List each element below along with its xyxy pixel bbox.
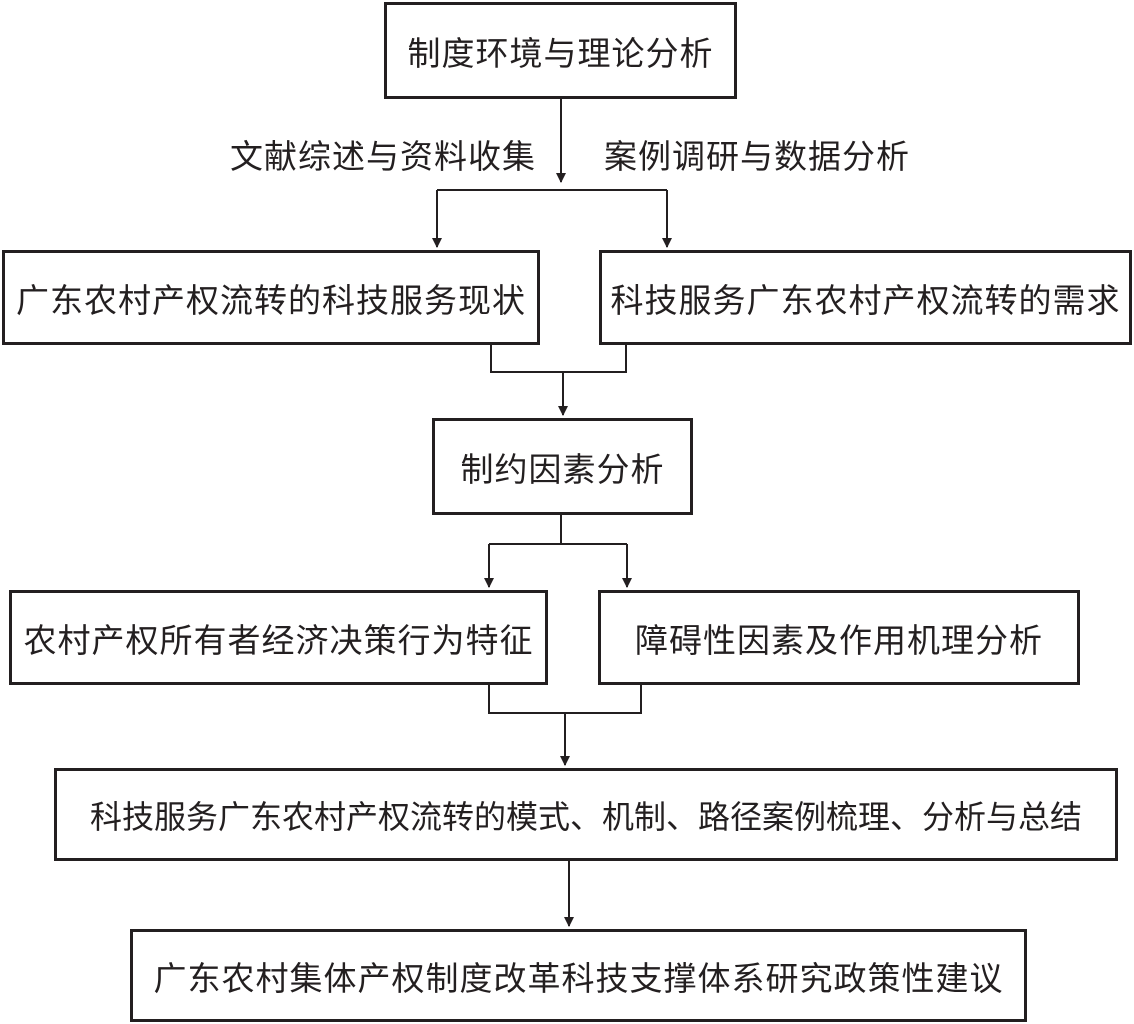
owner-behavior-box: 农村产权所有者经济决策行为特征	[9, 590, 548, 685]
constraint-analysis-box: 制约因素分析	[432, 418, 693, 515]
merge-line-2	[488, 683, 642, 714]
merge-line-1	[490, 344, 627, 373]
obstacle-factors-box: 障碍性因素及作用机理分析	[598, 590, 1080, 685]
case-study-label: 案例调研与数据分析	[604, 137, 910, 176]
literature-review-label: 文献综述与资料收集	[230, 137, 536, 176]
demand-box: 科技服务广东农村产权流转的需求	[599, 250, 1132, 345]
current-status-box: 广东农村产权流转的科技服务现状	[2, 250, 540, 345]
case-summary-box: 科技服务广东农村产权流转的模式、机制、路径案例梳理、分析与总结	[54, 768, 1118, 861]
theory-analysis-box: 制度环境与理论分析	[384, 2, 737, 99]
policy-suggestion-box: 广东农村集体产权制度改革科技支撑体系研究政策性建议	[130, 929, 1027, 1022]
